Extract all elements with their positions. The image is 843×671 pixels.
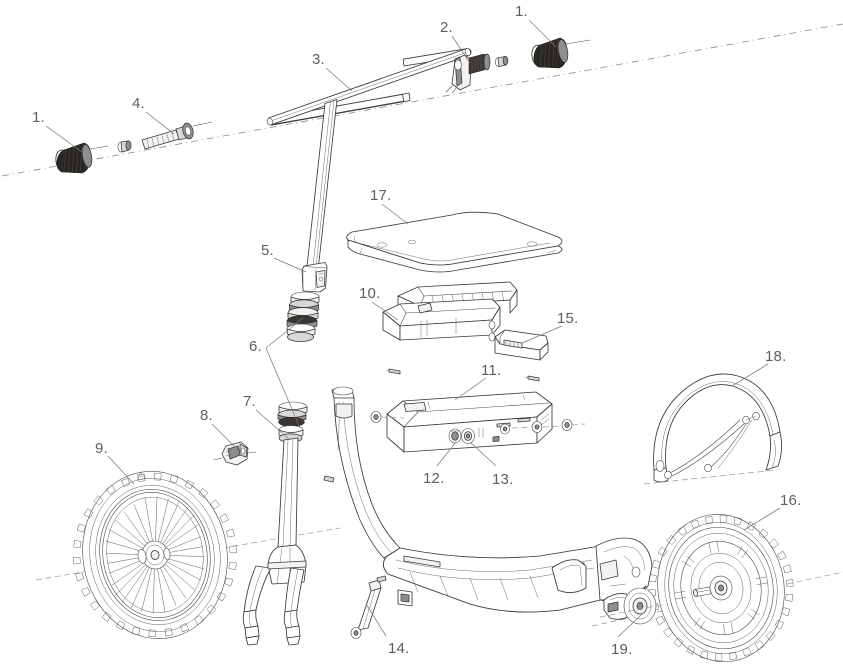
stem-clamp-collar — [301, 262, 328, 293]
callout-number-15: 15. — [557, 310, 579, 327]
callout-leader-lines — [45, 19, 781, 638]
front-brake-caliper-bracket — [213, 441, 257, 466]
callout-number-8: 8. — [200, 407, 213, 424]
mounting-screw-small-2 — [524, 375, 540, 382]
headset-upper-stack — [286, 291, 320, 342]
handlebar-grip-left — [55, 142, 109, 174]
callout-number-18: 18. — [765, 348, 787, 365]
battery-pack-enclosure — [370, 391, 586, 453]
bar-end-expander-bolt — [141, 121, 213, 150]
callout-number-16: 16. — [780, 492, 802, 509]
callout-number-12: 12. — [423, 470, 445, 487]
callout-number-13: 13. — [492, 471, 514, 488]
bar-end-washer — [117, 140, 132, 153]
front-fork — [242, 437, 335, 646]
callout-number-6: 6. — [249, 338, 262, 355]
handlebar-bar-body — [266, 48, 471, 126]
headset-lower-stack — [277, 401, 308, 443]
centerline-handlebar-axis — [1, 23, 843, 177]
callout-number-14: 14. — [388, 640, 410, 657]
headset-bearing-set — [277, 291, 320, 443]
callout-number-11: 11. — [481, 362, 502, 379]
kickstand — [350, 575, 387, 639]
mounting-screw-small — [385, 368, 401, 375]
handlebar-tube — [266, 48, 472, 267]
callout-number-10: 10. — [359, 285, 381, 302]
callout-number-3: 3. — [312, 51, 325, 68]
power-output-connector — [461, 428, 475, 444]
callout-number-1-right: 1. — [515, 3, 528, 20]
front-spoked-wheel — [73, 471, 237, 639]
callout-number-1-left: 1. — [32, 109, 45, 126]
callout-number-7: 7. — [243, 393, 256, 410]
scooter-frame — [331, 386, 653, 613]
rear-fender — [643, 373, 783, 485]
callout-number-17: 17. — [370, 187, 392, 204]
battery-tray-cover — [382, 281, 518, 342]
fork-blade-left — [242, 565, 272, 646]
callout-number-19: 19. — [611, 641, 633, 658]
rear-hub-motor-wheel — [648, 514, 794, 662]
fork-blade-right — [283, 567, 305, 646]
controller-module — [494, 329, 549, 361]
handlebar-stem-tube — [306, 99, 338, 267]
callout-number-9: 9. — [95, 440, 108, 457]
rear-brake-disc-assembly — [599, 587, 667, 625]
callout-number-2: 2. — [440, 19, 453, 36]
deck-foot-plate — [346, 211, 563, 273]
handlebar-grip-right — [531, 37, 591, 69]
callout-number-4: 4. — [132, 95, 145, 112]
handlebar-right-spacer — [495, 56, 509, 67]
charge-port-connector — [448, 428, 462, 444]
callout-number-5: 5. — [261, 242, 274, 259]
throttle-brake-lever — [445, 53, 491, 94]
